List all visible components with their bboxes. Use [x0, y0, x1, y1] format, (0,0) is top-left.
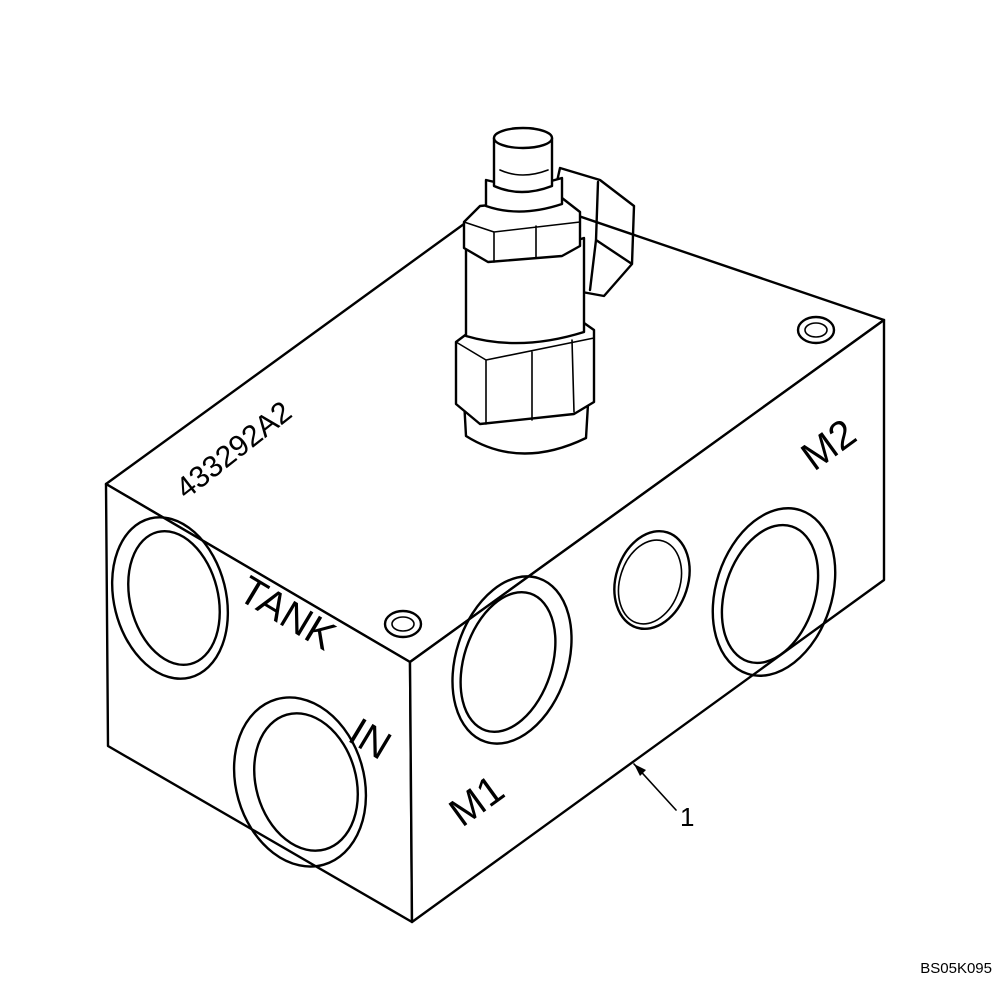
drawing-id: BS05K095: [920, 960, 992, 977]
m1-port: [451, 575, 573, 745]
callout-number: 1: [680, 802, 694, 832]
mounting-hole-back: [796, 315, 836, 345]
block-right-face: [408, 318, 886, 924]
callout-leader: [633, 763, 677, 811]
adjusting-screw: [492, 136, 554, 194]
m2-port: [711, 507, 837, 677]
mounting-hole-front: [383, 609, 423, 639]
in-port: [232, 696, 368, 868]
relief-valve-cartridge: [454, 126, 636, 455]
plug: [613, 529, 691, 631]
tank-port: [110, 516, 230, 680]
valve-block: [104, 190, 886, 924]
elbow-fitting: [554, 166, 636, 298]
